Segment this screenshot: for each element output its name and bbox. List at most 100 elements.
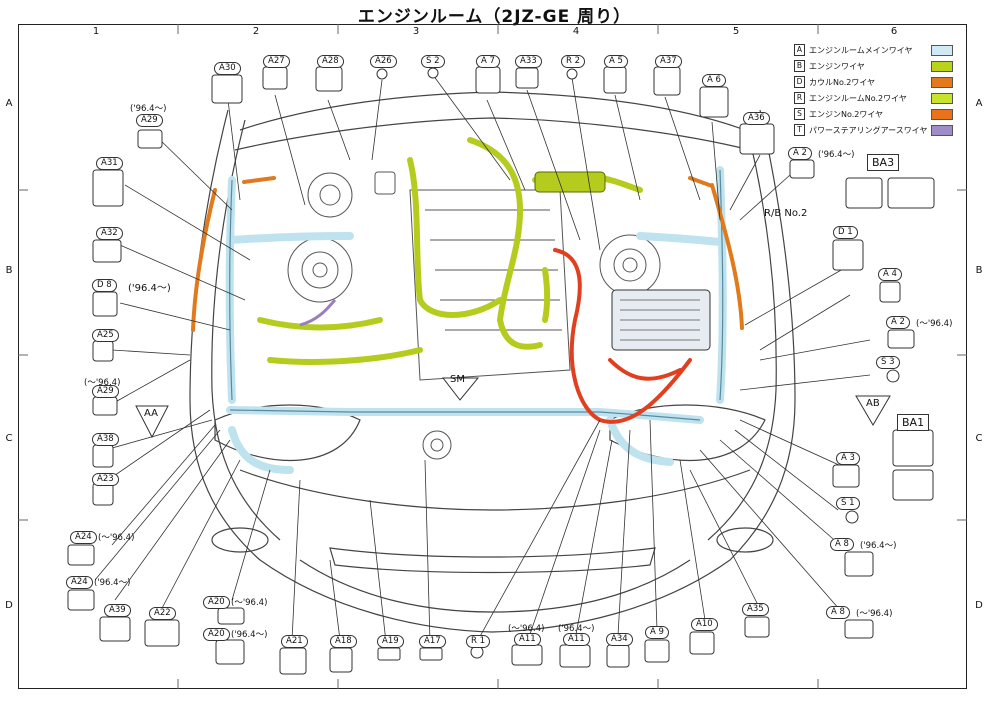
note-a29-top: ('96.4～) (130, 104, 167, 114)
note-a8-top: ('96.4～) (860, 541, 897, 551)
connector-label-a6: A 6 (702, 74, 726, 87)
legend-text: エンジンルームメインワイヤ (809, 45, 913, 55)
connector-label-a19: A19 (377, 635, 404, 648)
legend-text: エンジンNo.2ワイヤ (809, 109, 884, 119)
connector-label-a31: A31 (96, 157, 123, 170)
triangle-label-aa: AA (144, 408, 158, 419)
box-label-ba3: BA3 (867, 154, 900, 171)
legend-swatch (931, 60, 953, 72)
connector-label-a34: A34 (606, 633, 633, 646)
connector-label-a25: A25 (92, 329, 119, 342)
legend-item-r: R エンジンルームNo.2ワイヤ (794, 90, 954, 106)
connector-label-d8: D 8 (92, 279, 117, 292)
legend-code: T (794, 124, 805, 136)
legend-item-d: D カウルNo.2ワイヤ (794, 74, 954, 90)
connector-label-a20-top: A20 (203, 596, 230, 609)
legend-code: R (794, 92, 805, 104)
note-a20-bottom: ('96.4～) (231, 630, 268, 640)
triangle-label-ab: AB (866, 398, 880, 409)
connector-label-a4: A 4 (878, 268, 902, 281)
connector-label-a17: A17 (419, 635, 446, 648)
legend-code: A (794, 44, 805, 56)
connector-label-a20-bottom: A20 (203, 628, 230, 641)
row-label-a-right: A (975, 98, 983, 109)
triangle-label-sm: SM (450, 374, 465, 385)
column-label-2: 2 (252, 26, 260, 37)
connector-label-a26: A26 (370, 55, 397, 68)
diagram-frame (18, 24, 967, 689)
connector-label-a35: A35 (742, 603, 769, 616)
connector-label-a38: A38 (92, 433, 119, 446)
legend-code: S (794, 108, 805, 120)
note-a2-bottom: (～'96.4) (916, 319, 953, 329)
note-a24-bottom: ('96.4～) (94, 578, 131, 588)
legend-swatch (931, 76, 953, 88)
connector-label-a2-bottom: A 2 (886, 316, 910, 329)
connector-label-a18: A18 (330, 635, 357, 648)
connector-label-a11-right: A11 (563, 633, 590, 646)
legend-swatch (931, 124, 953, 136)
connector-label-s1: S 1 (836, 497, 860, 510)
note-a11-right: ('96.4～) (558, 624, 595, 634)
row-label-b-left: B (5, 265, 13, 276)
connector-label-a24-top: A24 (70, 531, 97, 544)
connector-label-a11-left: A11 (514, 633, 541, 646)
legend: A エンジンルームメインワイヤ B エンジンワイヤ D カウルNo.2ワイヤ R… (794, 42, 954, 138)
note-a8-bottom: (～'96.4) (856, 609, 893, 619)
connector-label-a3: A 3 (836, 452, 860, 465)
connector-label-a7: A 7 (476, 55, 500, 68)
note-a20-top: (～'96.4) (231, 598, 268, 608)
legend-swatch (931, 108, 953, 120)
legend-code: D (794, 76, 805, 88)
row-label-a-left: A (5, 98, 13, 109)
legend-text: パワーステアリングアースワイヤ (809, 125, 927, 135)
connector-label-a10: A10 (691, 618, 718, 631)
connector-label-s2: S 2 (421, 55, 445, 68)
row-label-c-right: C (975, 433, 983, 444)
connector-label-a8-bottom: A 8 (826, 606, 850, 619)
column-label-6: 6 (890, 26, 898, 37)
connector-label-a33: A33 (515, 55, 542, 68)
relay-box-label: R/B No.2 (764, 208, 808, 219)
connector-label-r2: R 2 (561, 55, 586, 68)
legend-text: カウルNo.2ワイヤ (809, 77, 876, 87)
legend-item-s: S エンジンNo.2ワイヤ (794, 106, 954, 122)
connector-label-a23: A23 (92, 473, 119, 486)
connector-label-a27: A27 (263, 55, 290, 68)
note-d8: ('96.4～) (128, 283, 171, 294)
row-label-c-left: C (5, 433, 13, 444)
connector-label-d1: D 1 (833, 226, 858, 239)
legend-text: エンジンワイヤ (809, 61, 865, 71)
column-label-1: 1 (92, 26, 100, 37)
connector-label-a9: A 9 (645, 626, 669, 639)
connector-label-a22: A22 (149, 607, 176, 620)
connector-label-a8-top: A 8 (830, 538, 854, 551)
connector-label-a24-bottom: A24 (66, 576, 93, 589)
row-label-d-left: D (5, 600, 13, 611)
legend-item-t: T パワーステアリングアースワイヤ (794, 122, 954, 138)
connector-label-a2-top: A 2 (788, 147, 812, 160)
connector-label-a28: A28 (317, 55, 344, 68)
connector-label-a39: A39 (104, 604, 131, 617)
connector-label-a29-top: A29 (136, 114, 163, 127)
connector-label-a37: A37 (655, 55, 682, 68)
note-a24-top: (～'96.4) (98, 533, 135, 543)
connector-label-a32: A32 (96, 227, 123, 240)
connector-label-a5: A 5 (604, 55, 628, 68)
legend-swatch (931, 44, 953, 56)
note-a29-bottom: (～'96.4) (84, 378, 121, 388)
column-label-4: 4 (572, 26, 580, 37)
row-label-d-right: D (975, 600, 983, 611)
box-label-ba1: BA1 (897, 414, 930, 431)
connector-label-a30: A30 (214, 62, 241, 75)
legend-code: B (794, 60, 805, 72)
connector-label-s3: S 3 (876, 356, 900, 369)
column-label-3: 3 (412, 26, 420, 37)
legend-item-b: B エンジンワイヤ (794, 58, 954, 74)
connector-label-a29-bottom: A29 (92, 385, 119, 398)
column-label-5: 5 (732, 26, 740, 37)
legend-text: エンジンルームNo.2ワイヤ (809, 93, 907, 103)
connector-label-a21: A21 (281, 635, 308, 648)
connector-label-a36: A36 (743, 112, 770, 125)
